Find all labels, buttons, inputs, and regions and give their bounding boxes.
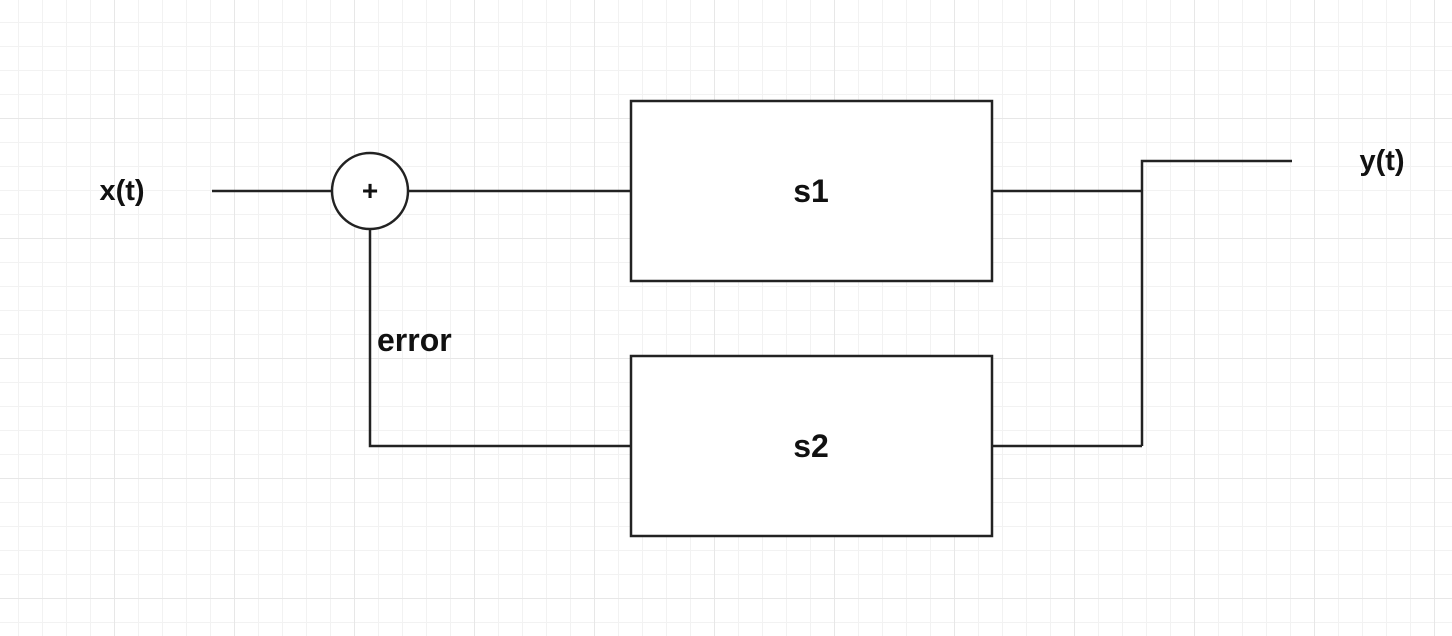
block-s2[interactable]	[629, 354, 994, 538]
feedback-label: error	[377, 322, 452, 358]
input-label: x(t)	[99, 175, 144, 207]
output-label: y(t)	[1359, 145, 1404, 177]
block-s1[interactable]	[629, 99, 994, 283]
output-wire	[1140, 159, 1292, 446]
summing-junction[interactable]	[330, 151, 410, 231]
block-s1-label: s1	[793, 173, 829, 209]
block-s2-label: s2	[793, 428, 829, 464]
summer-symbol: +	[362, 175, 378, 206]
feedback-wire	[368, 229, 631, 448]
